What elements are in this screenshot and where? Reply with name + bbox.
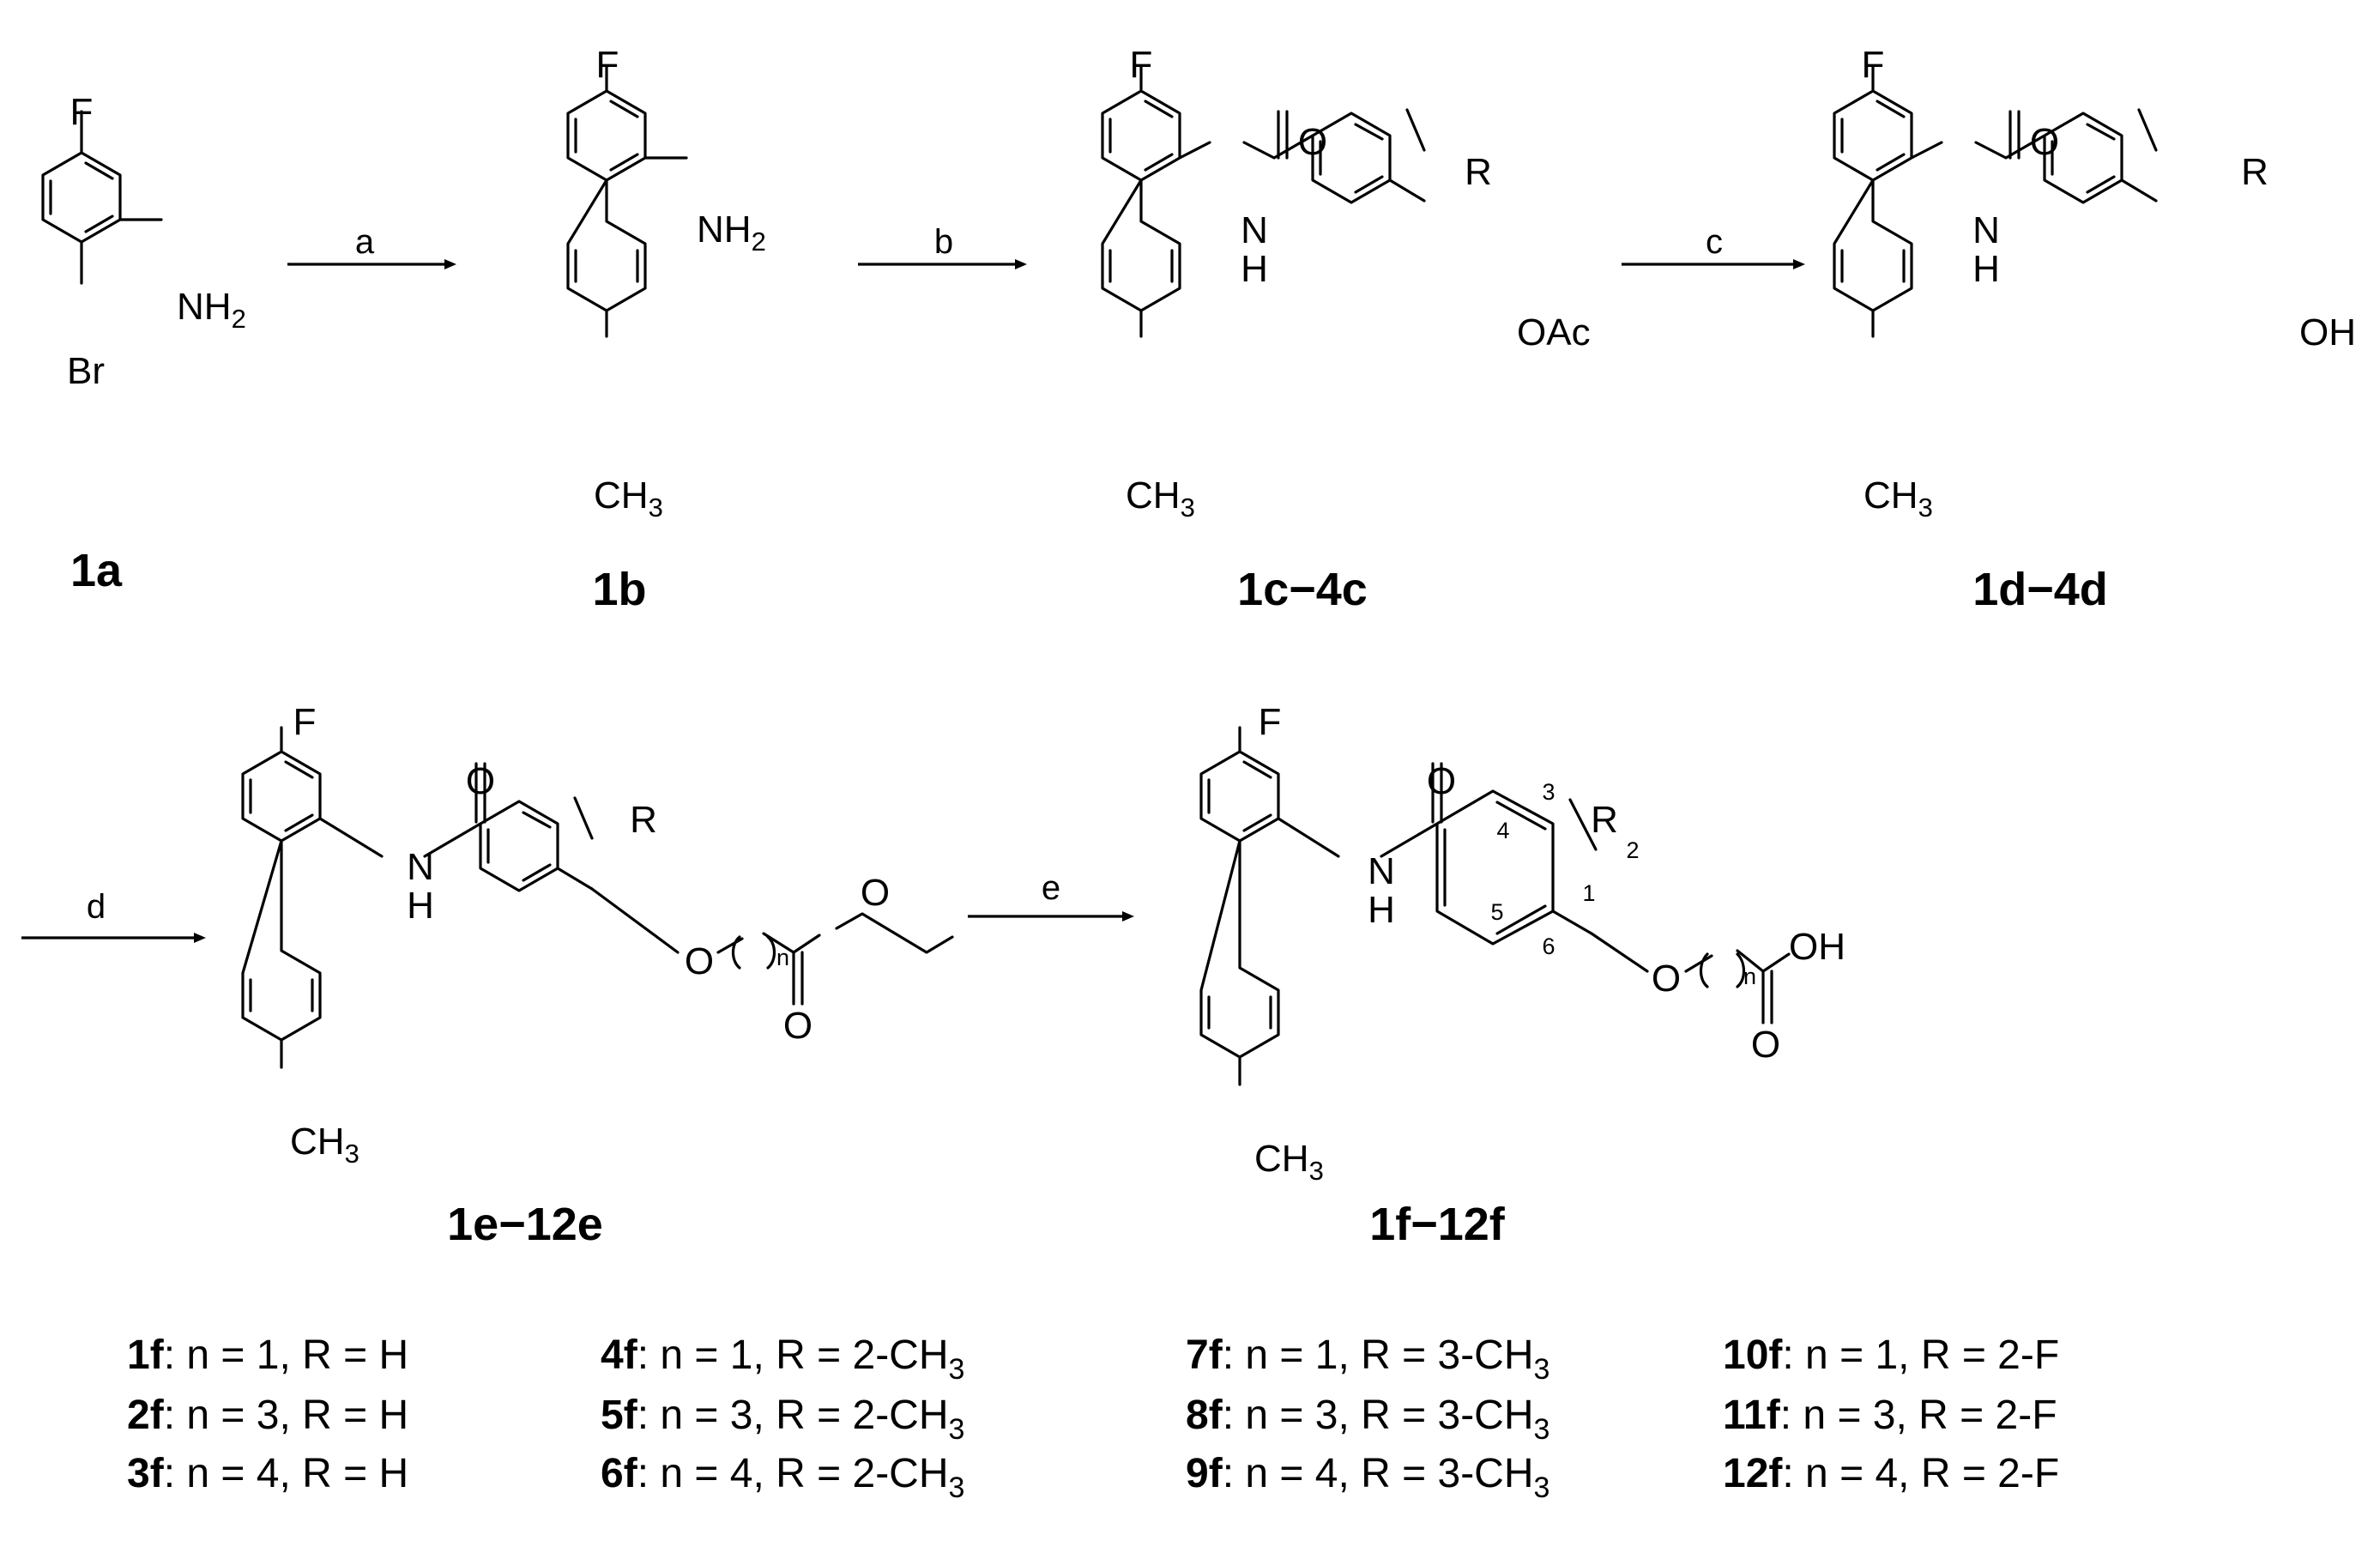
atom-bromine: Br xyxy=(67,350,105,392)
atom-carbonyl-oxygen: O xyxy=(466,760,495,802)
table-entry-3f: 3f: n = 4, R = H xyxy=(127,1451,408,1496)
atom-methyl: CH3 xyxy=(1254,1138,1324,1186)
compound-1d-4d: F O N H R OH CH3 1d−4d xyxy=(1833,44,2356,615)
atom-fluorine: F xyxy=(293,701,317,743)
atom-amine: NH2 xyxy=(697,208,766,257)
atom-acetoxy: OAc xyxy=(1517,311,1591,354)
atom-methyl: CH3 xyxy=(290,1121,359,1169)
compound-label: 1a xyxy=(70,545,123,596)
compound-label: 1b xyxy=(592,564,646,615)
table-entry-11f: 11f: n = 3, R = 2-F xyxy=(1723,1393,2057,1438)
atom-amide-n: N xyxy=(1241,209,1268,251)
reaction-arrow-a: a xyxy=(287,223,456,269)
atom-ester-carbonyl-oxygen: O xyxy=(783,1005,812,1047)
table-entry-2f: 2f: n = 3, R = H xyxy=(127,1393,408,1438)
table-entry-6f: 6f: n = 4, R = 2-CH3 xyxy=(601,1451,964,1504)
substituent-table: 1f: n = 1, R = H 2f: n = 3, R = H 3f: n = … xyxy=(127,1332,2059,1504)
atom-methyl: CH3 xyxy=(1864,474,1933,523)
atom-r-group: R xyxy=(1465,151,1492,193)
ring-position-1: 1 xyxy=(1582,880,1595,906)
table-entry-9f: 9f: n = 4, R = 3-CH3 xyxy=(1186,1451,1549,1504)
step-label: b xyxy=(934,223,953,261)
atom-fluorine: F xyxy=(596,44,619,86)
compound-1a: F NH2 Br 1a xyxy=(41,91,246,596)
atom-carbonyl-oxygen: O xyxy=(1298,121,1327,163)
reaction-arrow-e: e xyxy=(968,869,1134,922)
ring-position-2: 2 xyxy=(1626,837,1639,863)
compound-1b: F NH2 CH3 1b xyxy=(566,44,766,615)
atom-amide-n: N xyxy=(407,846,434,888)
atom-amide-h: H xyxy=(1368,889,1395,931)
atom-carbonyl-oxygen: O xyxy=(1427,760,1456,802)
step-label: e xyxy=(1042,869,1060,907)
step-label: d xyxy=(87,888,106,926)
atom-acid-hydroxyl: OH xyxy=(1789,926,1845,968)
atom-amide-h: H xyxy=(1241,248,1268,290)
chain-length-n: n xyxy=(776,945,789,970)
atom-amide-h: H xyxy=(1972,248,2000,290)
ring-position-3: 3 xyxy=(1542,779,1555,805)
step-label: c xyxy=(1706,223,1723,261)
atom-methyl: CH3 xyxy=(594,474,663,523)
atom-fluorine: F xyxy=(1259,701,1282,743)
table-entry-12f: 12f: n = 4, R = 2-F xyxy=(1723,1451,2059,1496)
atom-amine: NH2 xyxy=(177,286,246,334)
table-entry-4f: 4f: n = 1, R = 2-CH3 xyxy=(601,1332,964,1386)
compound-label: 1f−12f xyxy=(1369,1199,1506,1250)
table-entry-7f: 7f: n = 1, R = 3-CH3 xyxy=(1186,1332,1549,1386)
atom-carbonyl-oxygen: O xyxy=(2030,121,2059,163)
compound-1f-12f: F O N H R 1 2 3 4 5 6 CH3 1f−12f O n OH … xyxy=(1199,701,1845,1250)
compound-1e-12e: F O N H R CH3 1e−12e O n O O xyxy=(241,701,954,1250)
reaction-arrow-c: c xyxy=(1622,223,1805,269)
atom-ether-oxygen: O xyxy=(685,940,714,982)
step-label: a xyxy=(355,223,375,261)
atom-ester-oxygen: O xyxy=(861,872,890,914)
atom-methyl: CH3 xyxy=(1126,474,1195,523)
atom-ether-oxygen: O xyxy=(1652,958,1681,1000)
atom-r-group: R xyxy=(630,799,657,841)
table-entry-1f: 1f: n = 1, R = H xyxy=(127,1332,408,1378)
reaction-arrow-b: b xyxy=(858,223,1027,269)
compound-label: 1c−4c xyxy=(1237,564,1368,615)
atom-fluorine: F xyxy=(1130,44,1153,86)
ring-position-6: 6 xyxy=(1542,934,1555,959)
atom-r-group: R xyxy=(2241,151,2268,193)
atom-fluorine: F xyxy=(1862,44,1885,86)
ring-position-4: 4 xyxy=(1496,818,1509,843)
atom-amide-n: N xyxy=(1972,209,2000,251)
ring-position-5: 5 xyxy=(1490,899,1503,925)
atom-acid-carbonyl-oxygen: O xyxy=(1751,1024,1780,1066)
table-entry-8f: 8f: n = 3, R = 3-CH3 xyxy=(1186,1393,1549,1446)
atom-fluorine: F xyxy=(70,91,94,133)
atom-r-group: R xyxy=(1591,799,1618,841)
compound-label: 1e−12e xyxy=(447,1199,603,1250)
reaction-arrow-d: d xyxy=(21,888,206,943)
atom-hydroxyl: OH xyxy=(2299,311,2356,354)
compound-label: 1d−4d xyxy=(1972,564,2108,615)
chain-length-n: n xyxy=(1743,964,1756,989)
table-entry-5f: 5f: n = 3, R = 2-CH3 xyxy=(601,1393,964,1446)
compound-1c-4c: F O N H R OAc CH3 1c−4c xyxy=(1101,44,1591,615)
atom-amide-h: H xyxy=(407,885,434,927)
table-entry-10f: 10f: n = 1, R = 2-F xyxy=(1723,1332,2059,1378)
atom-amide-n: N xyxy=(1368,850,1395,892)
